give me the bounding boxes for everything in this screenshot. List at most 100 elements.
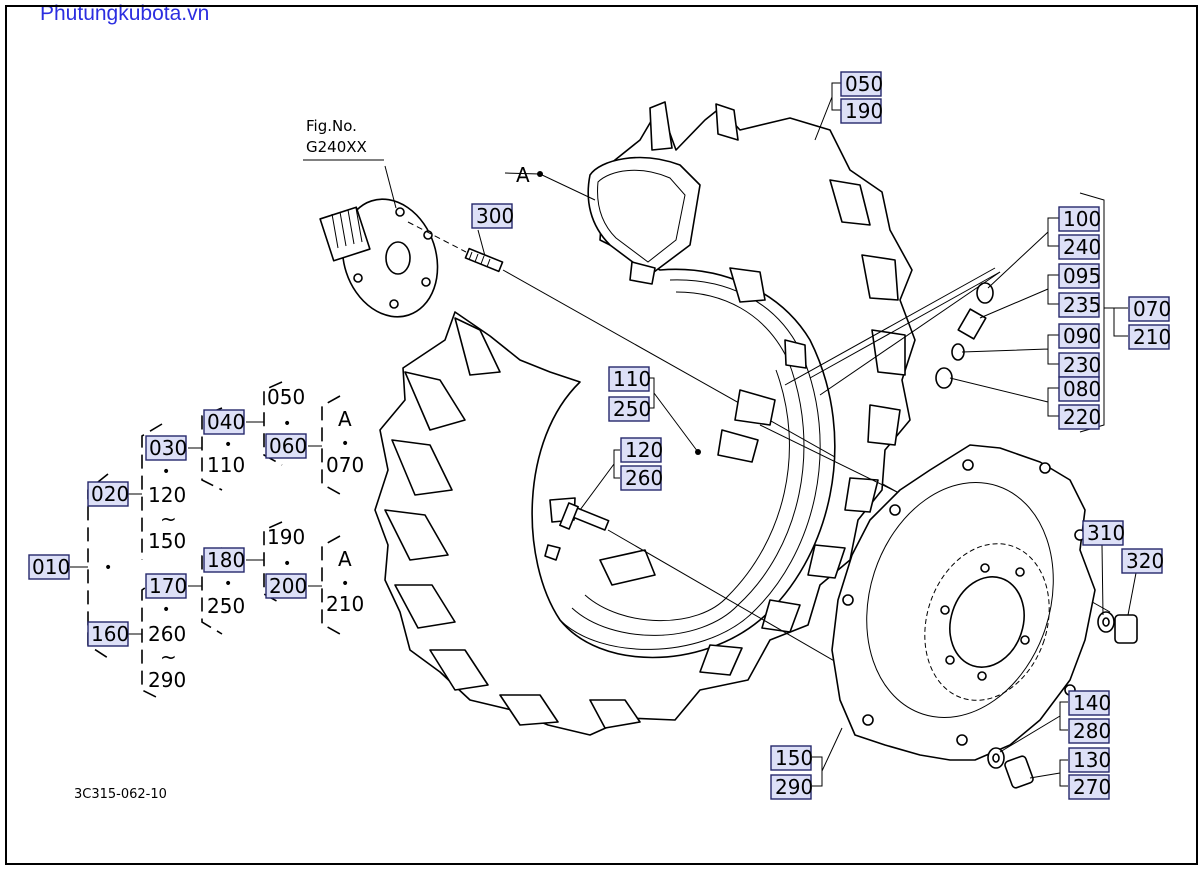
callout-270[interactable]: 270: [1068, 774, 1111, 800]
callout-150[interactable]: 150: [770, 745, 813, 771]
tree-250: 250: [207, 594, 245, 618]
tree-260: 260: [148, 622, 186, 646]
page-border: [5, 5, 1198, 865]
callout-300[interactable]: 300: [471, 203, 514, 229]
callout-070[interactable]: 070: [1128, 296, 1171, 322]
svg-text:250: 250: [613, 397, 651, 421]
svg-text:030: 030: [149, 436, 187, 460]
svg-text:320: 320: [1126, 549, 1164, 573]
svg-text:240: 240: [1063, 235, 1101, 259]
callout-310[interactable]: 310: [1082, 520, 1125, 546]
callout-100[interactable]: 100: [1058, 206, 1101, 232]
tree-150: 150: [148, 529, 186, 553]
nut-130: [1004, 755, 1034, 789]
svg-text:200: 200: [269, 574, 307, 598]
svg-text:150: 150: [775, 746, 813, 770]
svg-text:090: 090: [1063, 324, 1101, 348]
tree-060[interactable]: 060: [265, 433, 307, 459]
valve-parts: [809, 271, 1001, 396]
svg-text:095: 095: [1063, 264, 1101, 288]
tree-160[interactable]: 160: [87, 621, 129, 647]
callout-130[interactable]: 130: [1068, 747, 1111, 773]
wheel-hub: [319, 198, 439, 318]
svg-text:290: 290: [775, 775, 813, 799]
svg-text:310: 310: [1087, 521, 1125, 545]
tree-dot-8: •: [341, 436, 349, 452]
callout-120[interactable]: 120: [620, 437, 663, 463]
callout-110[interactable]: 110: [608, 366, 651, 392]
callout-260[interactable]: 260: [620, 465, 663, 491]
callout-320[interactable]: 320: [1121, 548, 1164, 574]
svg-text:080: 080: [1063, 377, 1101, 401]
tree-200[interactable]: 200: [265, 573, 307, 599]
tree-tilde-2: ~: [160, 645, 177, 669]
callout-190[interactable]: 190: [840, 98, 883, 124]
callout-210[interactable]: 210: [1128, 324, 1171, 350]
tree-a-2: A: [338, 547, 352, 571]
callout-230[interactable]: 230: [1058, 352, 1101, 378]
svg-text:270: 270: [1073, 775, 1111, 799]
callout-095[interactable]: 095: [1058, 263, 1101, 289]
callout-090[interactable]: 090: [1058, 323, 1101, 349]
svg-text:220: 220: [1063, 405, 1101, 429]
fig-ref-line2: G240XX: [306, 138, 367, 156]
label-a-tire: A: [516, 163, 530, 187]
washer-310: [1097, 611, 1115, 633]
svg-text:170: 170: [149, 574, 187, 598]
tree-020[interactable]: 020: [87, 481, 129, 507]
callout-240[interactable]: 240: [1058, 234, 1101, 260]
tree-180[interactable]: 180: [203, 547, 245, 573]
bolt-120: [559, 502, 610, 531]
svg-text:160: 160: [91, 622, 129, 646]
site-watermark-link[interactable]: Phutungkubota.vn: [40, 2, 210, 25]
tree-110: 110: [207, 453, 245, 477]
svg-text:260: 260: [625, 466, 663, 490]
wheel-disc: [831, 444, 1096, 761]
tree-070: 070: [326, 453, 364, 477]
tree-dot-5: •: [224, 576, 232, 592]
svg-text:230: 230: [1063, 353, 1101, 377]
svg-text:280: 280: [1073, 719, 1111, 743]
svg-text:050: 050: [845, 72, 883, 96]
tree-dot-4: •: [224, 437, 232, 453]
fig-ref-line1: Fig.No.: [306, 117, 357, 135]
svg-text:190: 190: [845, 99, 883, 123]
tree-190: 190: [267, 525, 305, 549]
tree-dot-7: •: [283, 556, 291, 572]
svg-text:110: 110: [613, 367, 651, 391]
callout-250[interactable]: 250: [608, 396, 651, 422]
tire: [374, 101, 916, 736]
tree-170[interactable]: 170: [145, 573, 187, 599]
svg-text:120: 120: [625, 438, 663, 462]
nut-320: [1114, 614, 1138, 644]
callout-220[interactable]: 220: [1058, 404, 1101, 430]
tree-010[interactable]: 010: [28, 554, 70, 580]
washer-140: [987, 747, 1005, 769]
svg-text:180: 180: [207, 548, 245, 572]
tree-290: 290: [148, 668, 186, 692]
tree-030[interactable]: 030: [145, 435, 187, 461]
callout-140[interactable]: 140: [1068, 690, 1111, 716]
svg-text:210: 210: [1133, 325, 1171, 349]
svg-text:010: 010: [32, 555, 70, 579]
callout-290[interactable]: 290: [770, 774, 813, 800]
tree-040[interactable]: 040: [203, 409, 245, 435]
svg-text:060: 060: [269, 434, 307, 458]
tree-dot-1: •: [104, 560, 112, 576]
callout-050[interactable]: 050: [840, 71, 883, 97]
callout-080[interactable]: 080: [1058, 376, 1101, 402]
figure-code: 3C315-062-10: [74, 787, 167, 802]
tree-050: 050: [267, 385, 305, 409]
svg-text:130: 130: [1073, 748, 1111, 772]
svg-text:235: 235: [1063, 293, 1101, 317]
tree-210: 210: [326, 592, 364, 616]
tree-dot-3: •: [162, 602, 170, 618]
svg-text:040: 040: [207, 410, 245, 434]
tree-dot-6: •: [283, 416, 291, 432]
svg-text:140: 140: [1073, 691, 1111, 715]
callout-280[interactable]: 280: [1068, 718, 1111, 744]
tree-a-1: A: [338, 407, 352, 431]
tree-tilde-1: ~: [160, 507, 177, 531]
callout-235[interactable]: 235: [1058, 292, 1101, 318]
